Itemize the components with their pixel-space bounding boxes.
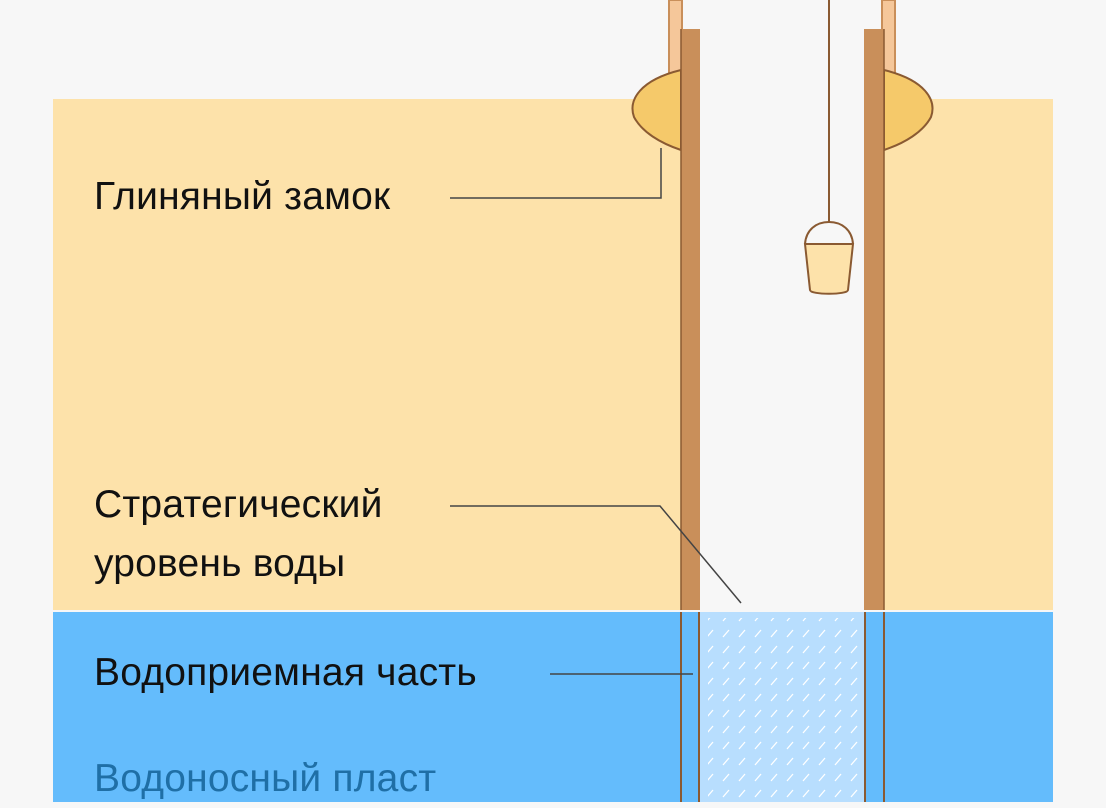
aquifer-label: Водоносный пласт <box>94 757 437 800</box>
well-shaft <box>700 0 864 610</box>
water-level-label-line2: уровень воды <box>94 542 346 585</box>
water-level-leader <box>450 505 742 604</box>
clay-lock-leader <box>450 148 662 199</box>
aquifer-layer <box>53 612 1053 802</box>
bucket-icon <box>803 243 855 295</box>
intake-part-label: Водоприемная часть <box>94 651 477 694</box>
clay-lock-right <box>883 68 934 152</box>
casing-wall-right <box>864 29 884 610</box>
water-level-label-line1: Стратегический <box>94 483 383 526</box>
casing-wall-left <box>681 29 700 610</box>
bucket-handle <box>804 220 854 245</box>
clay-lock-left <box>631 68 682 152</box>
clay-lock-label: Глиняный замок <box>94 175 391 218</box>
soil-layer <box>53 99 1053 610</box>
water-hatching <box>708 618 858 802</box>
